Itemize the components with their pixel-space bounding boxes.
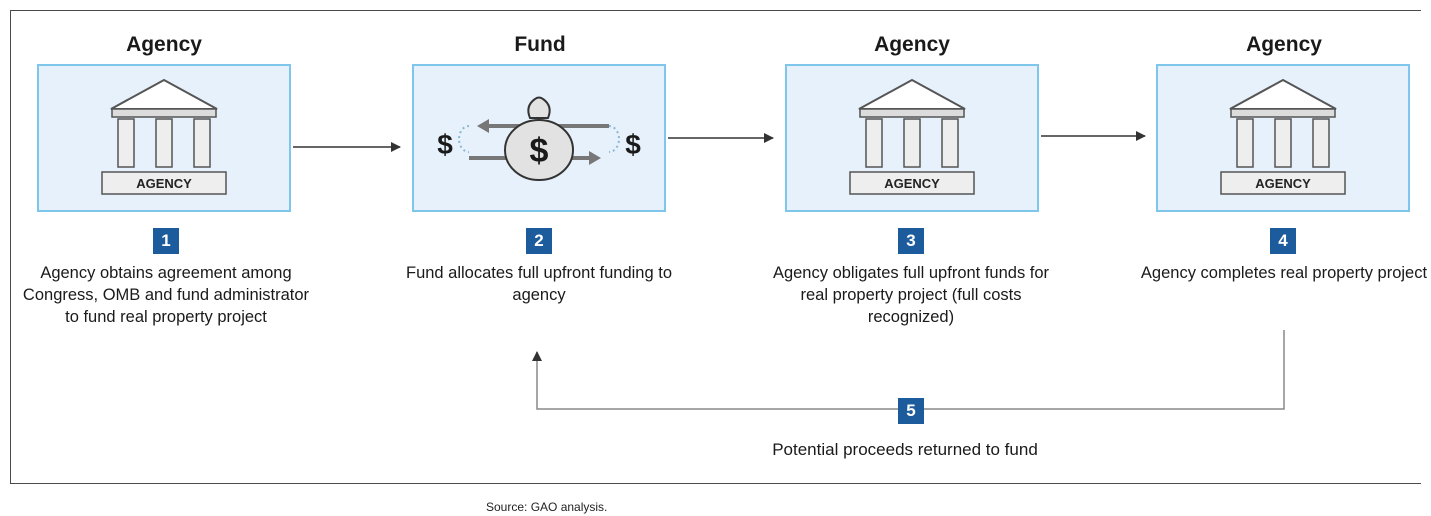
- step-2-box: $ $ $: [412, 64, 666, 212]
- step-4-text: Agency completes real property project: [1140, 264, 1428, 282]
- agency-caption: AGENCY: [1255, 176, 1311, 191]
- step-1-box: AGENCY: [37, 64, 291, 212]
- step-4-box: AGENCY: [1156, 64, 1410, 212]
- step-5-text: Potential proceeds returned to fund: [772, 440, 1038, 459]
- left-dollar: $: [437, 129, 453, 160]
- step-4-number: 4: [1270, 228, 1296, 254]
- step-2-heading: Fund: [514, 33, 566, 56]
- agency-building-icon: AGENCY: [101, 78, 227, 195]
- step-3-text: Agency obligates full upfront funds for …: [772, 264, 1050, 326]
- step-1-heading: Agency: [126, 33, 202, 56]
- step-1-number: 1: [153, 228, 179, 254]
- bag-dollar: $: [530, 132, 549, 170]
- step-3-box: AGENCY: [785, 64, 1039, 212]
- money-bag-icon: $ $ $: [437, 96, 641, 181]
- step-4-heading: Agency: [1246, 33, 1322, 56]
- agency-caption: AGENCY: [136, 176, 192, 191]
- right-dollar: $: [625, 129, 641, 160]
- step-3-number: 3: [898, 228, 924, 254]
- step-2-text: Fund allocates full upfront funding to a…: [405, 264, 672, 304]
- agency-caption: AGENCY: [884, 176, 940, 191]
- agency-building-icon: AGENCY: [1220, 78, 1346, 195]
- source-note: Source: GAO analysis.: [486, 500, 608, 514]
- agency-building-icon: AGENCY: [849, 78, 975, 195]
- step-2-number: 2: [526, 228, 552, 254]
- step-5-number: 5: [898, 398, 924, 424]
- step-3-heading: Agency: [874, 33, 950, 56]
- diagram-frame: [10, 10, 1421, 484]
- step-1-text: Agency obtains agreement among Congress,…: [22, 264, 310, 326]
